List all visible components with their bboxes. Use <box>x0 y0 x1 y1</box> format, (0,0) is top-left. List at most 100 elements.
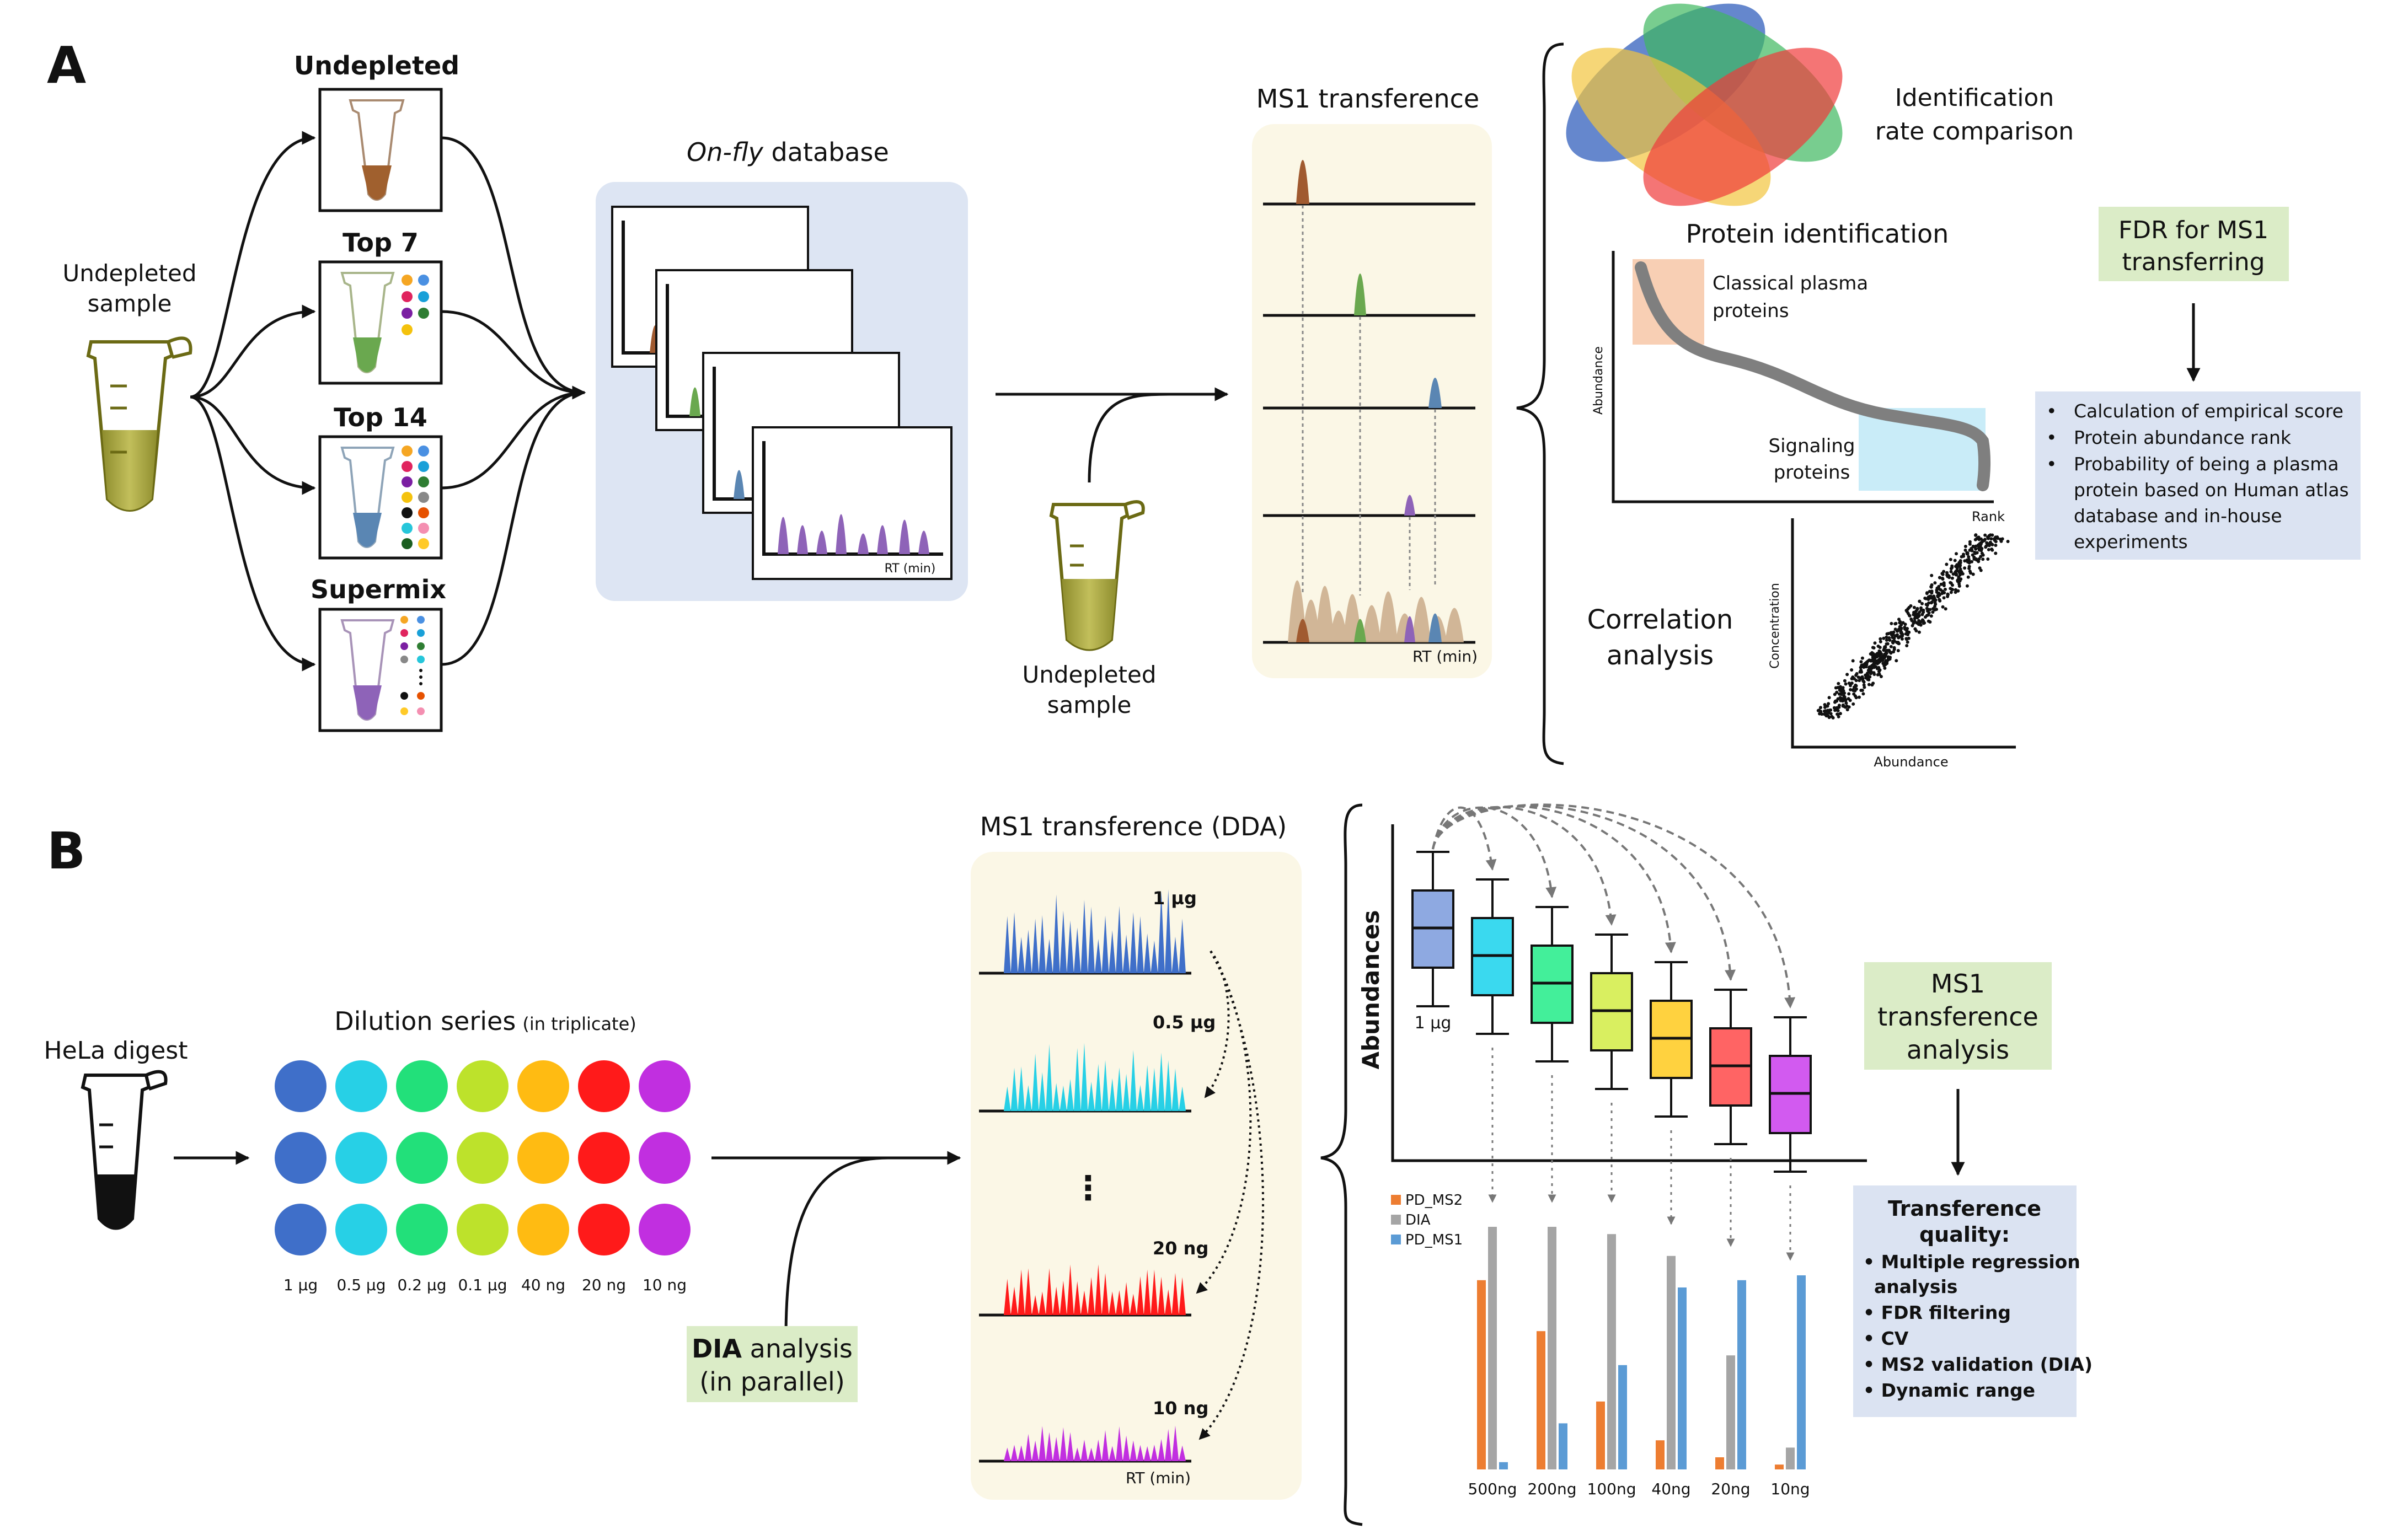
bar-dia <box>1726 1355 1735 1469</box>
scatter-point <box>1955 569 1958 573</box>
scatter-point <box>1968 540 1972 544</box>
dda-peak <box>1031 1440 1039 1461</box>
scatter-point <box>1949 557 1952 561</box>
scatter-point <box>1931 610 1935 614</box>
condition-top7: Top 7 <box>318 228 443 385</box>
bar-dia <box>1548 1227 1556 1469</box>
dda-peak <box>1164 1289 1172 1315</box>
dda-peak <box>1137 1085 1144 1111</box>
scatter-point <box>1860 670 1863 674</box>
dda-peak <box>1010 1067 1018 1111</box>
dda-peak <box>1101 915 1109 973</box>
scatter-point <box>1855 672 1859 675</box>
scatter-point <box>1949 587 1952 591</box>
condition-undepleted: Undepleted <box>294 51 459 212</box>
scatter-point <box>1823 703 1827 706</box>
dda-peak <box>1143 933 1151 973</box>
dilution-dot <box>457 1132 509 1184</box>
bar-pd-ms2 <box>1537 1331 1545 1469</box>
scatter-point <box>1861 663 1865 667</box>
ms1-dotted-guides <box>1302 205 1436 595</box>
transfer-arc <box>1432 806 1497 871</box>
scatter-point <box>1927 601 1930 605</box>
scatter-point <box>1872 646 1876 650</box>
dilution-dot <box>517 1060 569 1112</box>
scatter-point <box>1892 636 1896 640</box>
scatter-point <box>1885 648 1889 652</box>
scatter-point <box>1951 572 1955 576</box>
quality-item-1b: analysis <box>1874 1276 1957 1297</box>
scatter-point <box>1871 682 1875 685</box>
dilution-dot <box>457 1204 509 1255</box>
scatter-point <box>1897 618 1901 621</box>
scatter-point <box>1888 657 1892 661</box>
scatter-point <box>1826 704 1829 708</box>
dilution-level-label: 0.1 µg <box>458 1276 507 1294</box>
quality-item-3: • CV <box>1863 1328 1909 1349</box>
scatter-point <box>1854 684 1858 688</box>
scatter-point <box>1869 659 1873 663</box>
dda-peak <box>1018 1445 1025 1461</box>
branch-arrows <box>190 131 586 672</box>
dilution-grid <box>275 1060 691 1255</box>
dilution-dot <box>639 1204 691 1255</box>
dda-peak <box>1116 906 1123 973</box>
dilution-dot <box>517 1204 569 1255</box>
dilution-dot <box>396 1060 448 1112</box>
dda-peak <box>1095 1264 1102 1315</box>
sample-label-line1: Undepleted <box>63 260 197 287</box>
trace-label-4: 10 ng <box>1153 1398 1208 1419</box>
scatter-point <box>1977 557 1981 561</box>
trace-ellipsis: ⋮ <box>1072 1169 1105 1208</box>
fdr-box <box>2099 207 2289 281</box>
dda-peak <box>1067 1078 1074 1111</box>
on-fly-database: On-fly database <box>596 137 968 601</box>
dda-peak <box>1179 1086 1186 1111</box>
scatter-point <box>1942 596 1946 600</box>
scatter-point <box>1861 692 1865 696</box>
scatter-point <box>1988 533 1992 537</box>
scatter-point <box>1856 675 1860 679</box>
dilution-dot <box>578 1132 630 1184</box>
dda-peak <box>1179 1445 1186 1461</box>
scatter-point <box>1844 682 1848 686</box>
scatter-point <box>1893 627 1897 631</box>
dda-peak <box>1143 1269 1151 1315</box>
box-first-label: 1 µg <box>1415 1013 1452 1033</box>
dda-peak <box>1109 1291 1116 1315</box>
scatter-point <box>1984 545 1988 549</box>
bar-pd-ms1 <box>1797 1275 1806 1469</box>
scatter-point <box>1829 708 1833 712</box>
scatter-point <box>1994 551 1998 555</box>
scatter-point <box>1917 615 1920 618</box>
dda-peak <box>1052 1286 1060 1315</box>
scatter-point <box>1843 679 1847 683</box>
scatter-point <box>1905 644 1909 647</box>
sample-label-line2: sample <box>88 290 172 317</box>
dda-peak <box>1010 912 1018 973</box>
scatter-point <box>1845 673 1849 677</box>
dda-traces <box>979 889 1191 1463</box>
dda-peak <box>1046 938 1053 973</box>
dda-peak <box>1004 1447 1011 1461</box>
scatter-point <box>1842 705 1846 709</box>
dda-peak <box>1116 1290 1123 1315</box>
bar-pd-ms1 <box>1618 1365 1627 1469</box>
scatter-point <box>1971 572 1975 576</box>
dda-peak <box>1073 1281 1081 1315</box>
trace-label-3: 20 ng <box>1153 1238 1208 1259</box>
correlation-analysis: Correlation analysis Concentration Abund… <box>1587 518 2016 770</box>
legend-dia: DIA <box>1405 1212 1431 1228</box>
scatter-point <box>1873 641 1877 645</box>
dilution-dot <box>578 1204 630 1255</box>
scatter-point <box>1879 640 1882 643</box>
dda-peak <box>1095 1439 1102 1461</box>
dda-peak <box>1088 1447 1095 1461</box>
scatter-point <box>1930 573 1934 577</box>
dda-peak <box>1179 918 1186 973</box>
scatter-points <box>1816 533 2010 720</box>
dda-peak <box>1116 1426 1123 1461</box>
scatter-point <box>1922 610 1925 614</box>
quality-title-line1: Transference <box>1888 1196 2041 1221</box>
bar-pd-ms1 <box>1678 1287 1687 1469</box>
